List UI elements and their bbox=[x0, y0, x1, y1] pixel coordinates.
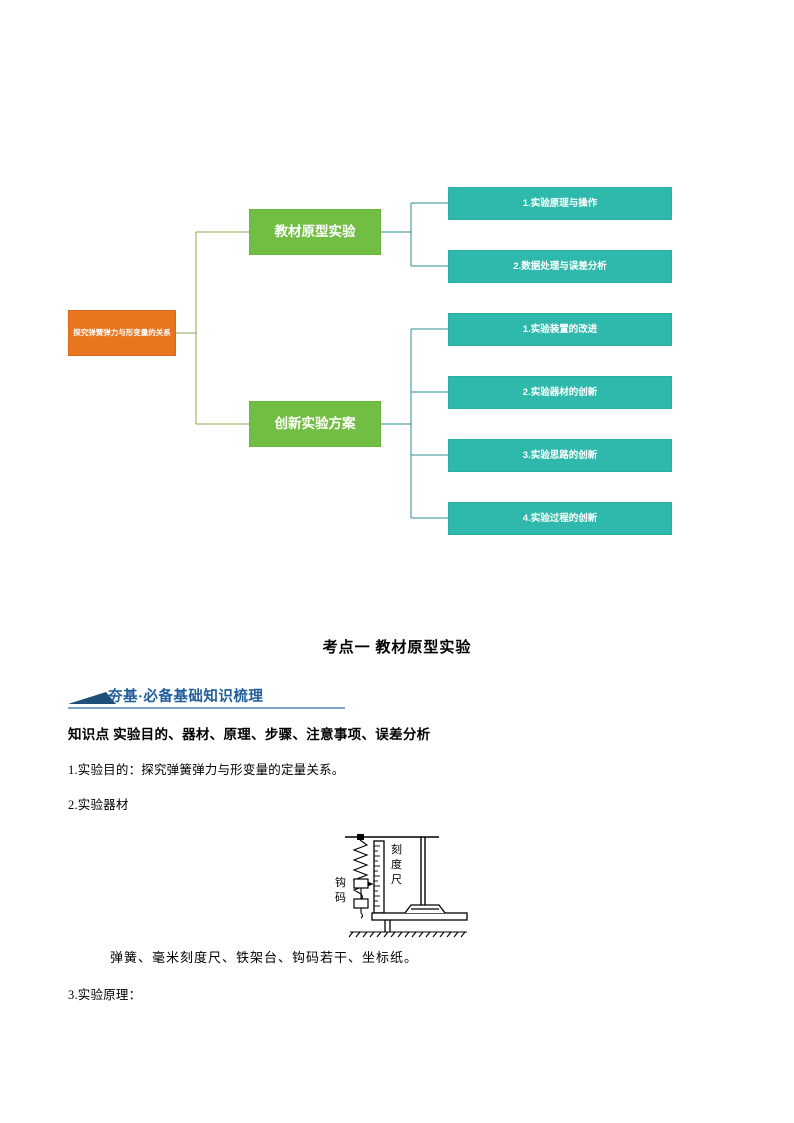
mindmap-connectors bbox=[176, 202, 448, 519]
subsection-badge: 夯基·必备基础知识梳理 bbox=[0, 685, 794, 711]
list-item-principle: 3.实验原理： bbox=[68, 988, 142, 1002]
badge-underline bbox=[68, 707, 345, 709]
mindmap-root-node[interactable]: 探究弹簧弹力与形变量的关系 bbox=[68, 310, 176, 356]
label-ruler-char-3: 尺 bbox=[391, 874, 402, 886]
mindmap-leaf-label-3: 1.实验装置的改进 bbox=[522, 323, 598, 335]
mindmap-leaf-node-5[interactable]: 3.实验思路的创新 bbox=[448, 439, 672, 472]
spring-apparatus-diagram: 刻 度 尺 钩 码 bbox=[335, 834, 468, 938]
ruler-scale bbox=[373, 840, 385, 914]
mindmap-leaf-label-5: 3.实验思路的创新 bbox=[522, 449, 598, 461]
list-item-equipment: 2.实验器材 bbox=[68, 798, 129, 812]
mindmap-leaf-label-2: 2.数据处理与误差分析 bbox=[513, 260, 607, 272]
mindmap-leaf-label-6: 4.实验过程的创新 bbox=[522, 512, 598, 524]
mindmap-leaf-label-4: 2.实验器材的创新 bbox=[522, 386, 598, 398]
mindmap-leaf-label-1: 1.实验原理与操作 bbox=[522, 197, 598, 209]
section-title: 考点一 教材原型实验 bbox=[322, 640, 472, 656]
document-body: 考点一 教材原型实验 夯基·必备基础知识梳理 知识点 实验目的、器材、原理、步骤… bbox=[0, 600, 794, 1003]
mindmap-leaf-node-3[interactable]: 1.实验装置的改进 bbox=[448, 313, 672, 346]
label-weights-char-1: 钩 bbox=[335, 875, 346, 889]
mindmap-branch-node-1[interactable]: 教材原型实验 bbox=[249, 209, 381, 255]
mindmap-root-label: 探究弹簧弹力与形变量的关系 bbox=[73, 328, 171, 338]
badge-label: 夯基·必备基础知识梳理 bbox=[108, 689, 264, 705]
mindmap-branch-node-2[interactable]: 创新实验方案 bbox=[249, 401, 381, 447]
mindmap-branch-label-1: 教材原型实验 bbox=[274, 223, 356, 239]
equipment-list-text: 弹簧、毫米刻度尺、铁架台、钩码若干、坐标纸。 bbox=[110, 950, 419, 965]
mindmap-leaf-node-4[interactable]: 2.实验器材的创新 bbox=[448, 376, 672, 409]
mindmap-leaf-node-6[interactable]: 4.实验过程的创新 bbox=[448, 502, 672, 535]
label-ruler-char-2: 度 bbox=[391, 857, 402, 871]
mindmap-branch-label-2: 创新实验方案 bbox=[274, 415, 356, 431]
badge-marker-icon bbox=[68, 692, 116, 704]
mindmap-leaf-node-2[interactable]: 2.数据处理与误差分析 bbox=[448, 250, 672, 283]
knowledge-point-heading: 知识点 实验目的、器材、原理、步骤、注意事项、误差分析 bbox=[68, 727, 431, 742]
list-item-purpose: 1.实验目的：探究弹簧弹力与形变量的定量关系。 bbox=[68, 763, 345, 777]
mindmap-diagram: 探究弹簧弹力与形变量的关系 教材原型实验 创新实验方案 1.实验原理与操作 2.… bbox=[68, 187, 672, 535]
mindmap-leaf-node-1[interactable]: 1.实验原理与操作 bbox=[448, 187, 672, 220]
apparatus-figure: 刻 度 尺 钩 码 bbox=[0, 823, 794, 941]
label-ruler-char-1: 刻 bbox=[391, 842, 402, 856]
hanging-weights bbox=[353, 878, 369, 919]
label-weights-char-2: 码 bbox=[335, 891, 346, 904]
